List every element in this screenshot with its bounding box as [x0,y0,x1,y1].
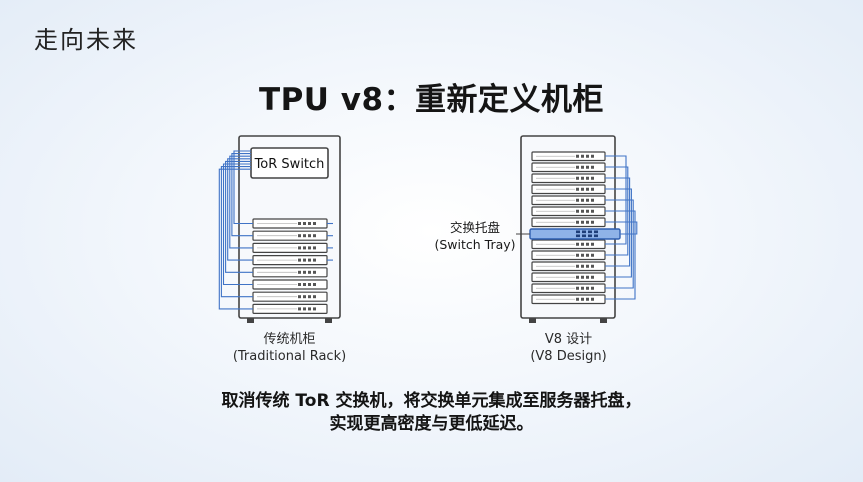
rack-foot [247,318,254,323]
server-unit [252,291,328,302]
server-units [252,218,328,314]
cable [231,153,253,237]
rack-foot [529,318,536,323]
caption-line: (V8 Design) [530,349,607,364]
page-title: TPU v8：重新定义机柜 [258,82,605,118]
v8-rack [516,135,638,323]
server-unit [252,242,328,253]
cable-bundle [605,155,638,300]
server-unit [531,261,606,272]
label-line: (Switch Tray) [434,237,516,252]
server-unit [531,173,606,184]
cable [605,233,636,300]
cable [227,158,253,261]
caption-line: 传统机柜 [263,332,316,347]
cable-bundle [218,150,333,310]
caption-line: (Traditional Rack) [232,349,347,364]
server-unit [252,303,328,314]
cable [218,168,253,310]
switch-tray [529,228,621,240]
server-unit [531,294,606,305]
server-unit [531,239,606,250]
server-unit [531,151,606,162]
server-units [529,151,621,305]
rack-foot [600,318,607,323]
cable [220,166,253,298]
summary-text: 取消传统 ToR 交换机，将交换单元集成至服务器托盘， 实现更高密度与更低延迟。 [0,390,863,436]
switch-tray-label: 交换托盘 (Switch Tray) [420,219,530,253]
left-rack-caption: 传统机柜 (Traditional Rack) [229,331,350,365]
right-rack-caption: V8 设计 (V8 Design) [508,331,629,365]
label-line: 交换托盘 [449,220,500,235]
server-unit [252,218,328,229]
server-unit [252,230,328,241]
brand-logo-text: 走向未来 [34,26,138,54]
cable [222,163,253,286]
server-unit [252,255,328,266]
server-unit [252,279,328,290]
server-unit [531,283,606,294]
cable [225,160,253,273]
caption-line: V8 设计 [544,332,593,347]
server-unit [252,267,328,278]
traditional-rack: ToR Switch [218,135,341,323]
server-unit [531,250,606,261]
server-unit [531,217,606,228]
tor-switch-box [250,147,329,179]
server-unit [531,195,606,206]
server-unit [531,162,606,173]
summary-line: 取消传统 ToR 交换机，将交换单元集成至服务器托盘， [221,391,642,411]
server-unit [531,184,606,195]
rack-foot [325,318,332,323]
cable [233,150,253,225]
summary-line: 实现更高密度与更低延迟。 [329,414,534,434]
server-unit [531,206,606,217]
server-unit [531,272,606,283]
cable [229,155,253,249]
tor-switch-label: ToR Switch [254,157,325,172]
